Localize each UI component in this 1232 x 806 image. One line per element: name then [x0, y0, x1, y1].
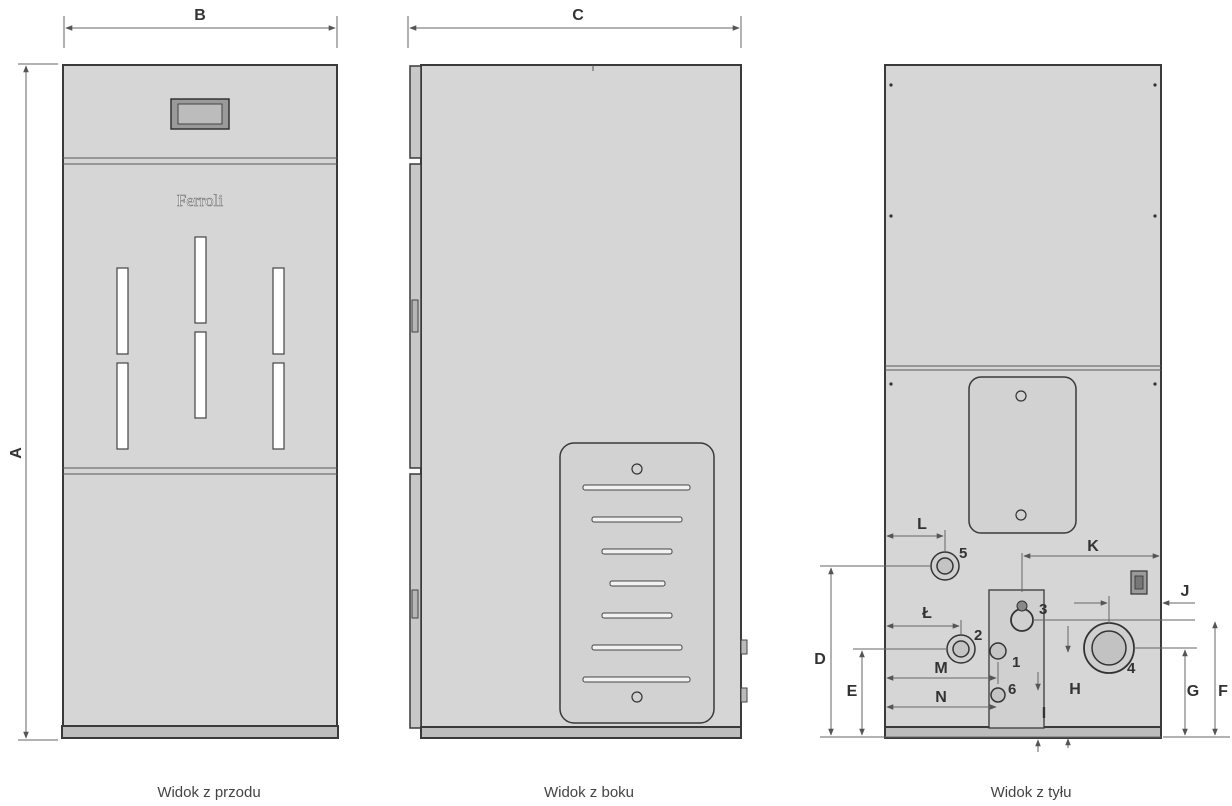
- vent-slot: [272, 362, 285, 450]
- vent-slot: [194, 236, 207, 324]
- front-view: B A Ferroli Widok z przodu: [8, 7, 339, 801]
- rear-screw: [889, 83, 893, 87]
- dim-b-label: B: [194, 7, 206, 24]
- rear-cover-plate: [968, 376, 1077, 534]
- front-base: [61, 725, 339, 739]
- side-base: [420, 726, 742, 739]
- dim-n-label: N: [935, 689, 947, 706]
- connection-2-inner: [952, 640, 970, 658]
- electrical-socket-inner: [1134, 575, 1144, 590]
- connection-1: [989, 642, 1007, 660]
- side-rear-fitting: [740, 639, 748, 655]
- connection-3-top: [1016, 600, 1028, 612]
- dim-m-label: M: [934, 660, 947, 677]
- dim-f-label: F: [1218, 683, 1228, 700]
- panel-screw: [631, 463, 643, 475]
- connection-6-label: 6: [1008, 681, 1016, 698]
- vent-slot: [116, 362, 129, 450]
- dim-l-stroke-label: Ł: [922, 605, 932, 622]
- plate-screw: [1015, 509, 1027, 521]
- rear-screw: [889, 382, 893, 386]
- side-rear-fitting: [740, 687, 748, 703]
- connection-4-inner: [1091, 630, 1127, 666]
- side-view-caption: Widok z boku: [544, 784, 634, 801]
- dim-g-label: G: [1187, 683, 1199, 700]
- brand-logo: Ferroli: [177, 191, 224, 210]
- dim-k-label: K: [1087, 538, 1099, 555]
- rear-view-caption: Widok z tyłu: [991, 784, 1072, 801]
- vent-slot: [116, 267, 129, 355]
- louvre-slot: [609, 580, 666, 587]
- front-view-caption: Widok z przodu: [157, 784, 260, 801]
- dim-d-label: D: [814, 651, 826, 668]
- panel-screw: [631, 691, 643, 703]
- connection-5-label: 5: [959, 545, 967, 562]
- louvre-slot: [582, 676, 691, 683]
- connection-1-label: 1: [1012, 654, 1020, 671]
- side-front-panel-top: [409, 65, 422, 159]
- dim-c-label: C: [572, 7, 584, 24]
- side-view: C Widok z boku: [407, 7, 748, 801]
- dim-j-label: J: [1181, 583, 1190, 600]
- display-screen: [177, 103, 223, 125]
- side-hinge: [411, 299, 419, 333]
- rear-screw: [1153, 83, 1157, 87]
- connection-4-label: 4: [1127, 660, 1136, 677]
- louvre-slot: [582, 484, 691, 491]
- connection-5-inner: [936, 557, 954, 575]
- rear-view: 1 2 3 4 5 6 L K J Ł M N D: [814, 64, 1230, 801]
- louvre-slot: [601, 548, 673, 555]
- plate-screw: [1015, 390, 1027, 402]
- vent-slot: [194, 331, 207, 419]
- side-hinge: [411, 589, 419, 619]
- dim-e-label: E: [847, 683, 858, 700]
- dim-a-label: A: [8, 447, 25, 459]
- dim-i-label: I: [1042, 705, 1046, 722]
- rear-screw: [1153, 214, 1157, 218]
- connection-3: [1010, 608, 1034, 632]
- connection-3-label: 3: [1039, 601, 1047, 618]
- dim-h-label: H: [1069, 681, 1081, 698]
- vent-slot: [272, 267, 285, 355]
- louvre-slot: [601, 612, 673, 619]
- rear-base: [884, 726, 1162, 739]
- connection-6: [990, 687, 1006, 703]
- rear-screw: [889, 214, 893, 218]
- connection-2-label: 2: [974, 627, 982, 644]
- dim-l-label: L: [917, 516, 927, 533]
- rear-screw: [1153, 382, 1157, 386]
- louvre-slot: [591, 644, 683, 651]
- louvre-slot: [591, 516, 683, 523]
